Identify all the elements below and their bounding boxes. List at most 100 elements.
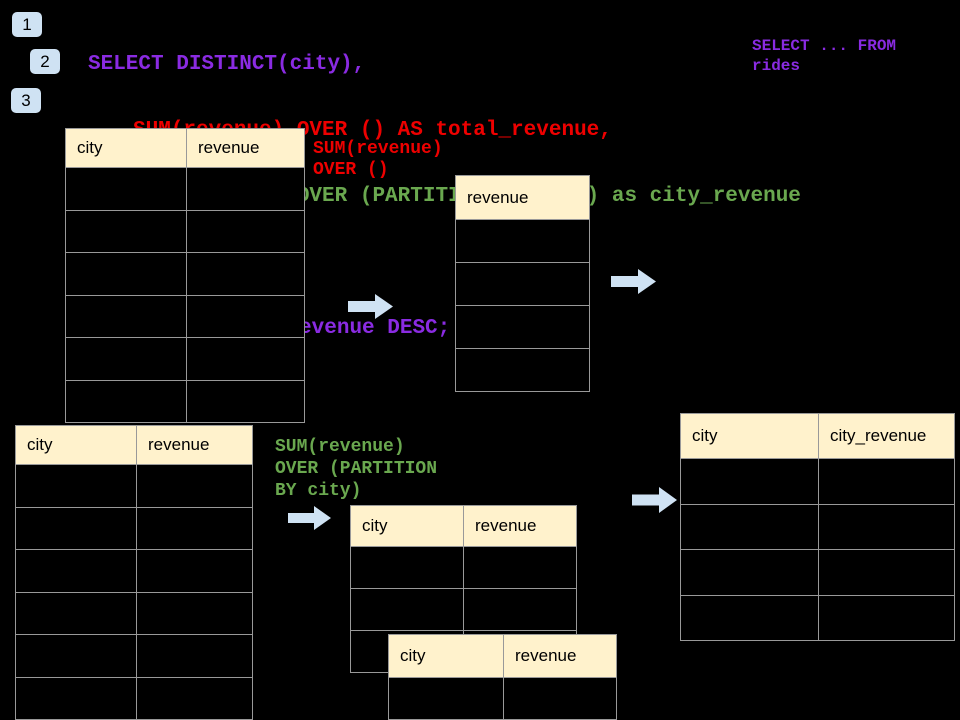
table-cell [504, 678, 616, 719]
table-cell [681, 504, 819, 549]
step-badge-label: 2 [40, 51, 50, 71]
table-cell [137, 678, 252, 720]
table-cell [389, 678, 504, 719]
table-cell [137, 635, 252, 677]
table-row [66, 209, 304, 253]
arrow-right-icon [348, 294, 393, 319]
table-cell [456, 263, 589, 305]
table-cell [66, 210, 187, 252]
step-badge-3: 3 [11, 88, 41, 113]
step-badge-label: 3 [21, 90, 31, 110]
table-header-row: city revenue [351, 506, 576, 546]
sql-line-select: SELECT DISTINCT(city), [88, 53, 366, 76]
table-cell [187, 296, 304, 338]
table-row [66, 167, 304, 210]
table-cell [137, 508, 252, 550]
table-cell [819, 505, 954, 550]
table-cell [137, 465, 252, 507]
table-header-row: revenue [456, 176, 589, 219]
column-header-revenue: revenue [148, 435, 210, 454]
table-cell [187, 211, 304, 253]
table-row [66, 252, 304, 295]
table-cell [464, 547, 576, 588]
table-total-result: revenue [455, 175, 590, 392]
table-header-row: city revenue [66, 129, 304, 167]
column-header-revenue: revenue [515, 646, 577, 665]
table-row [456, 305, 589, 348]
table-cell [456, 306, 589, 348]
column-header-city: city [389, 635, 504, 677]
table-cell [819, 596, 954, 641]
table-row [66, 294, 304, 338]
table-cell [351, 589, 464, 630]
table-row [16, 676, 252, 720]
table-row [351, 588, 576, 630]
table-cell [456, 349, 589, 391]
column-header-city: city [16, 426, 137, 464]
table-row [681, 458, 954, 504]
table-row [681, 594, 954, 641]
step-badge-1: 1 [12, 12, 42, 37]
column-header-revenue: revenue [467, 187, 529, 207]
column-header-city: city [351, 506, 464, 546]
table-cell [456, 220, 589, 262]
step-badge-label: 1 [22, 14, 32, 34]
arrow-right-icon [611, 269, 656, 294]
table-row [66, 379, 304, 423]
table-source-bottom: city revenue [15, 425, 253, 720]
table-header-row: city city_revenue [681, 414, 954, 458]
arrow-right-icon [632, 487, 677, 513]
table-row [456, 219, 589, 262]
table-cell [681, 550, 819, 595]
table-row [456, 348, 589, 391]
table-cell [66, 380, 187, 422]
table-row [16, 634, 252, 677]
table-cell [351, 547, 464, 588]
column-header-city-revenue: city_revenue [830, 426, 927, 445]
table-cell [66, 295, 187, 337]
column-header-city: city [66, 129, 187, 167]
table-header-row: city revenue [16, 426, 252, 464]
table-cell [681, 459, 819, 504]
table-cell [16, 507, 137, 549]
step-badge-2: 2 [30, 49, 60, 74]
table-cell [187, 253, 304, 295]
table-header-row: city revenue [389, 635, 616, 677]
table-cell [187, 168, 304, 210]
table-partition-overlap: city revenue [388, 634, 617, 720]
table-cell [819, 550, 954, 595]
table-cell [137, 593, 252, 635]
table-row [681, 549, 954, 595]
table-row [351, 546, 576, 588]
table-city-result: city city_revenue [680, 413, 955, 641]
label-total-window: SUM(revenue) OVER () [313, 139, 443, 180]
table-source-top: city revenue [65, 128, 305, 423]
table-row [66, 337, 304, 380]
table-cell [137, 550, 252, 592]
table-cell [464, 589, 576, 630]
table-cell [66, 338, 187, 380]
table-cell [187, 381, 304, 423]
table-cell [16, 465, 137, 507]
table-cell [187, 338, 304, 380]
column-header-revenue: revenue [198, 138, 260, 157]
column-header-city: city [681, 414, 819, 458]
table-row [681, 503, 954, 550]
column-header-revenue: revenue [475, 516, 537, 535]
label-partition-window: SUM(revenue) OVER (PARTITION BY city) [275, 437, 438, 501]
table-row [16, 506, 252, 550]
table-cell [16, 550, 137, 592]
table-cell [16, 677, 137, 719]
table-cell [819, 459, 954, 504]
table-cell [16, 635, 137, 677]
table-cell [66, 253, 187, 295]
table-cell [681, 595, 819, 640]
table-cell [16, 592, 137, 634]
table-row [456, 262, 589, 305]
arrow-right-icon [288, 506, 331, 530]
table-row [16, 591, 252, 635]
table-cell [66, 168, 187, 210]
sql-side-snippet: SELECT ... FROM rides [752, 37, 897, 75]
table-row [389, 677, 616, 719]
